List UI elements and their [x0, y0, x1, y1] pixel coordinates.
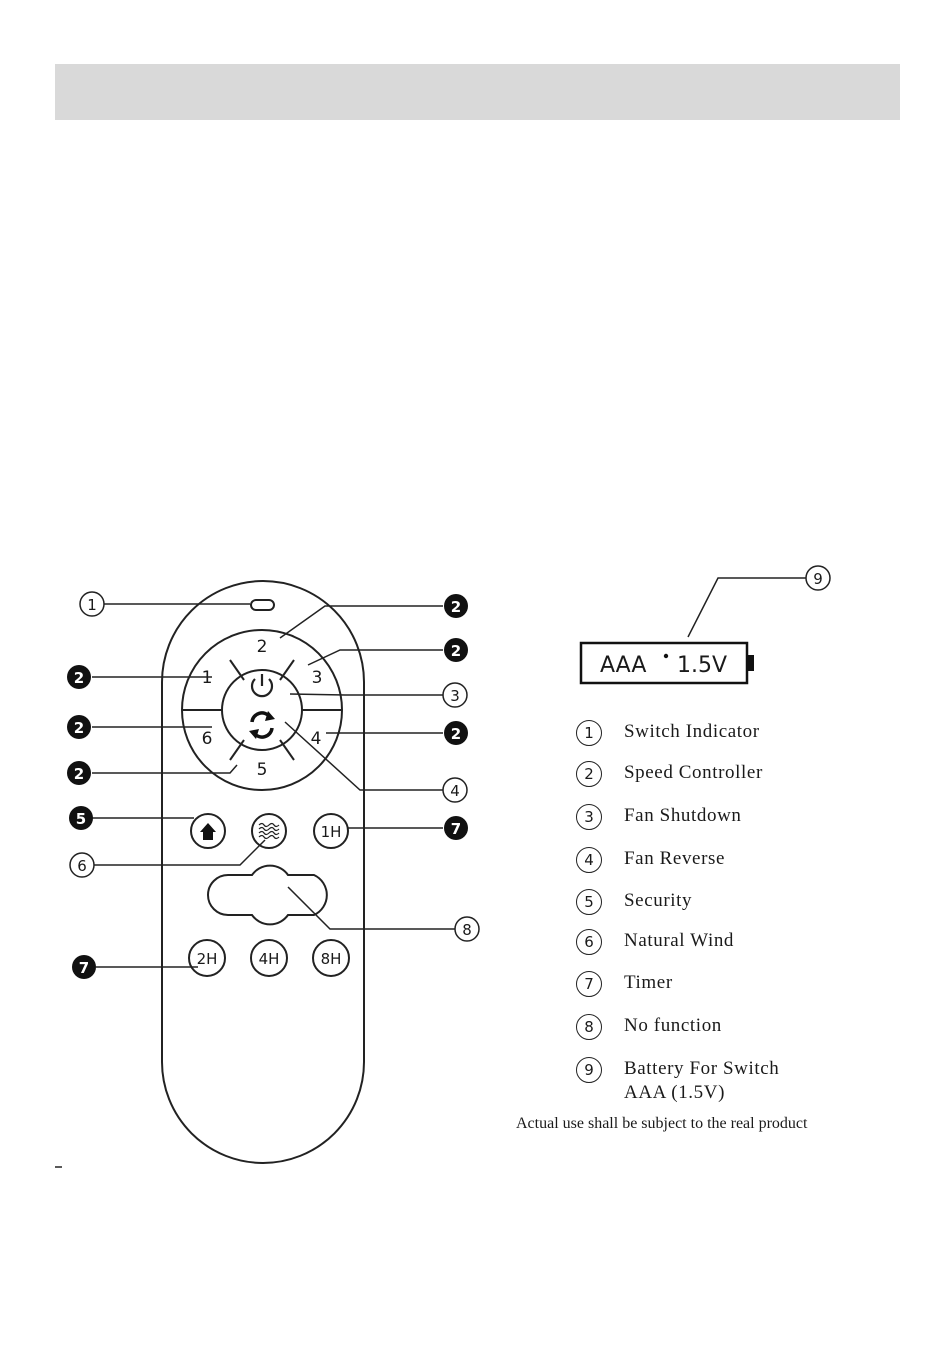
- svg-text:3: 3: [450, 687, 460, 705]
- switch-indicator-light: [251, 600, 274, 610]
- speed-button-3[interactable]: 3: [312, 668, 323, 688]
- svg-text:2: 2: [451, 642, 461, 660]
- legend-num: 2: [576, 761, 602, 787]
- legend-text: Timer: [624, 971, 673, 995]
- callout-3: 3: [443, 683, 467, 707]
- legend-num: 6: [576, 929, 602, 955]
- callout-2-left-1: 2: [67, 665, 91, 689]
- reverse-icon[interactable]: [249, 711, 275, 739]
- legend-text: Natural Wind: [624, 929, 734, 953]
- callout-7-right: 7: [444, 816, 468, 840]
- legend-text: No function: [624, 1014, 722, 1038]
- legend-num: 7: [576, 971, 602, 997]
- legend-item-5: 5 Security: [576, 889, 692, 919]
- legend-text: Fan Reverse: [624, 847, 725, 871]
- legend-num: 8: [576, 1014, 602, 1040]
- home-icon: [200, 823, 216, 840]
- svg-text:2: 2: [451, 598, 461, 616]
- svg-text:4: 4: [450, 782, 460, 800]
- callout-2-left-5: 2: [67, 761, 91, 785]
- speed-button-5[interactable]: 5: [257, 760, 268, 780]
- svg-text:2: 2: [74, 765, 84, 783]
- legend-item-6: 6 Natural Wind: [576, 929, 734, 959]
- timer-4h-label: 4H: [259, 950, 280, 968]
- power-icon[interactable]: [252, 674, 272, 696]
- timer-8h-label: 8H: [321, 950, 342, 968]
- legend-text: Switch Indicator: [624, 720, 760, 744]
- timer-1h-label: 1H: [321, 823, 342, 841]
- callout-2-upper-right: 2: [444, 638, 468, 662]
- legend-item-9: 9 Battery For Switch AAA (1.5V): [576, 1057, 779, 1117]
- svg-text:2: 2: [74, 719, 84, 737]
- svg-text:8: 8: [462, 921, 472, 939]
- svg-text:2: 2: [74, 669, 84, 687]
- legend-text: Fan Shutdown: [624, 804, 742, 828]
- legend-item-2: 2 Speed Controller: [576, 761, 763, 791]
- legend-num: 4: [576, 847, 602, 873]
- callout-1: 1: [80, 592, 104, 616]
- speed-button-1[interactable]: 1: [202, 668, 213, 688]
- battery-voltage-label: 1.5V: [677, 653, 727, 678]
- no-function-button[interactable]: [208, 866, 327, 925]
- legend-num: 3: [576, 804, 602, 830]
- callout-2-right-4: 2: [444, 721, 468, 745]
- callout-7-left: 7: [72, 955, 96, 979]
- legend-text: Security: [624, 889, 692, 913]
- battery-icon: AAA 1.5V: [581, 643, 754, 683]
- disclaimer-note: Actual use shall be subject to the real …: [516, 1115, 896, 1133]
- timer-2h-label: 2H: [197, 950, 218, 968]
- legend-num: 9: [576, 1057, 602, 1083]
- callout-9: 9: [806, 566, 830, 590]
- callout-5: 5: [69, 806, 93, 830]
- svg-text:2: 2: [451, 725, 461, 743]
- legend-item-4: 4 Fan Reverse: [576, 847, 725, 877]
- legend-item-7: 7 Timer: [576, 971, 673, 1001]
- svg-text:1: 1: [87, 596, 97, 614]
- legend-item-8: 8 No function: [576, 1014, 722, 1044]
- svg-text:7: 7: [451, 820, 461, 838]
- legend-num: 1: [576, 720, 602, 746]
- svg-text:6: 6: [77, 857, 87, 875]
- callout-2-left-6: 2: [67, 715, 91, 739]
- speed-button-6[interactable]: 6: [202, 729, 213, 749]
- legend-item-1: 1 Switch Indicator: [576, 720, 760, 750]
- battery-type-label: AAA: [600, 653, 646, 678]
- callout-6: 6: [70, 853, 94, 877]
- svg-text:7: 7: [79, 959, 89, 977]
- svg-text:5: 5: [76, 810, 86, 828]
- svg-text:9: 9: [813, 570, 823, 588]
- callout-8: 8: [455, 917, 479, 941]
- speed-button-2[interactable]: 2: [257, 637, 268, 657]
- natural-wind-button[interactable]: [252, 814, 286, 848]
- legend-text: Speed Controller: [624, 761, 763, 785]
- legend-num: 5: [576, 889, 602, 915]
- callout-2-top: 2: [444, 594, 468, 618]
- remote-body: [162, 581, 364, 1163]
- legend-text: Battery For Switch AAA (1.5V): [624, 1057, 779, 1105]
- wind-icon: [259, 824, 279, 839]
- legend-item-3: 3 Fan Shutdown: [576, 804, 742, 834]
- callout-4: 4: [443, 778, 467, 802]
